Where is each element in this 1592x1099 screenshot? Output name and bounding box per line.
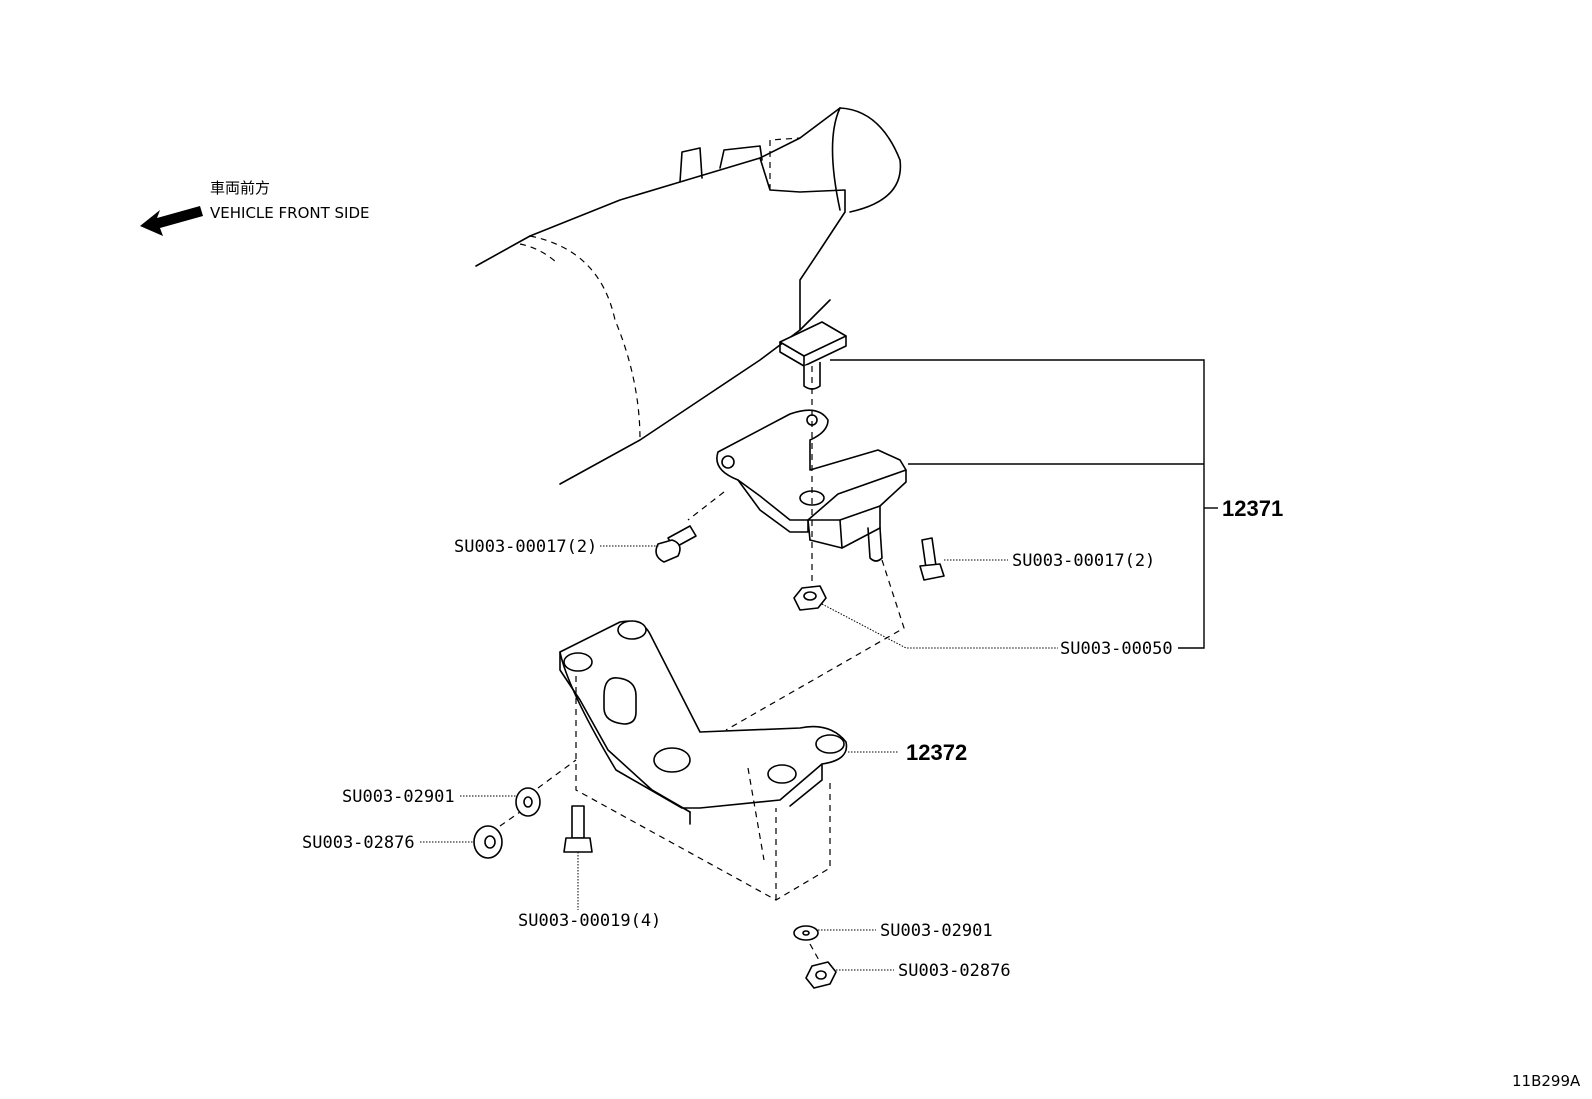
figure-id: 11B299A: [1512, 1072, 1581, 1090]
washer-right-icon: [793, 925, 819, 941]
part-label-bolt-right: SU003-00017(2): [1012, 551, 1155, 571]
direction-label-japanese: 車両前方: [210, 179, 270, 197]
part-label-bolt-bottom: SU003-00019(4): [518, 911, 661, 931]
part-label-bolt-left: SU003-00017(2): [454, 537, 597, 557]
part-label-nut-mount: SU003-00050: [1060, 639, 1173, 659]
direction-label-english: VEHICLE FRONT SIDE: [210, 204, 370, 222]
transmission-outline: [475, 107, 902, 485]
assembly-label-mount: 12371: [1222, 496, 1283, 521]
part-label-washer-left: SU003-02901: [342, 787, 455, 807]
part-label-nut-right: SU003-02876: [898, 961, 1011, 981]
part-label-nut-left: SU003-02876: [302, 833, 415, 853]
nut-right-icon: [805, 961, 837, 989]
crossmember-12372: [559, 620, 848, 901]
vehicle-front-arrow-icon: [140, 206, 203, 236]
assembly-label-crossmember: 12372: [906, 740, 967, 765]
bracket-line-12371: [830, 359, 1205, 649]
nut-left-icon: [473, 825, 503, 859]
washer-left-icon: [515, 787, 541, 817]
bolt-right-icon: [919, 537, 945, 581]
nut-mount-icon: [793, 585, 827, 611]
bolt-left-icon: [655, 525, 697, 563]
mount-12371: [687, 321, 907, 731]
part-label-washer-right: SU003-02901: [880, 921, 993, 941]
bolt-bottom-icon: [563, 805, 593, 853]
